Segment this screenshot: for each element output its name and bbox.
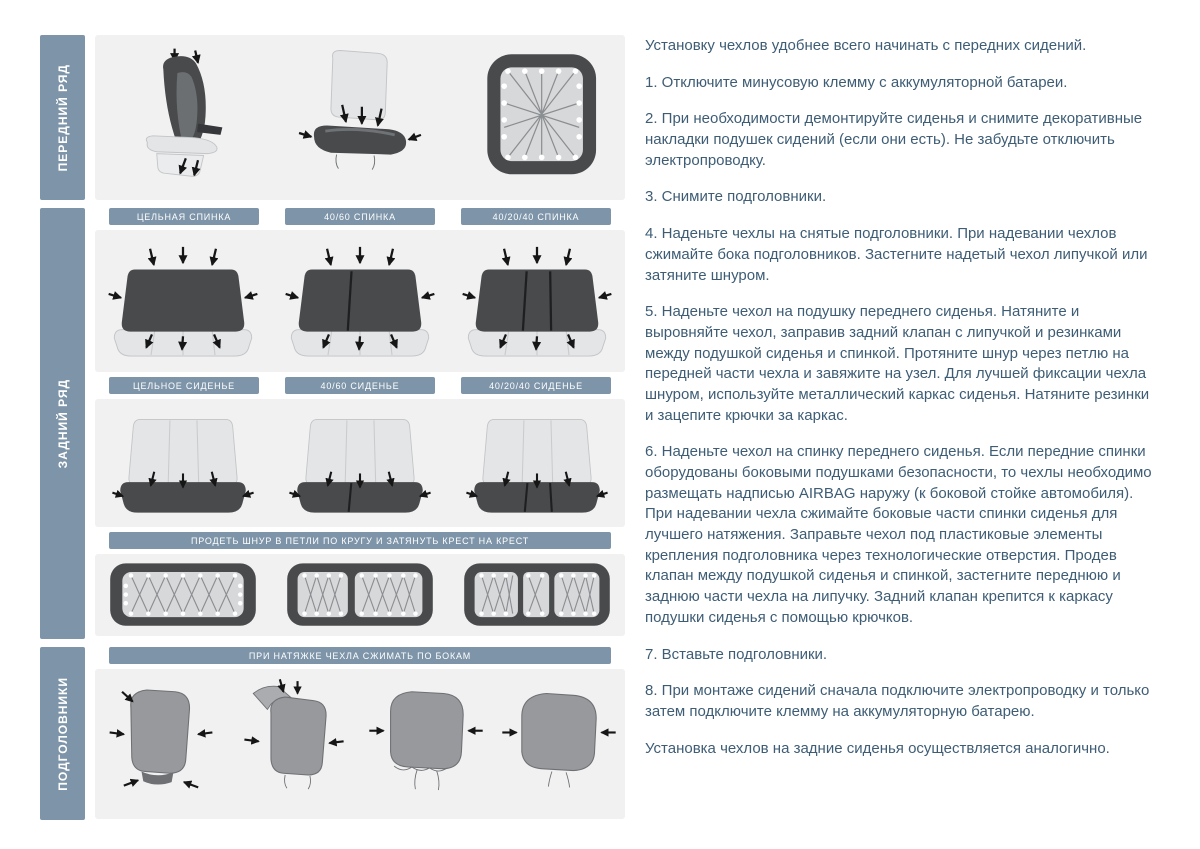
section-headrests: ПОДГОЛОВНИКИ ПРИ НАТЯЖКЕ ЧЕХЛА СЖИМАТЬ П…	[40, 647, 625, 820]
front-seat-back-cover-illustration	[146, 48, 223, 177]
rear-backrest-panel	[95, 230, 625, 372]
instruction-outro: Установка чехлов на задние сиденья осуще…	[645, 739, 1110, 757]
banner-back-40-20-40: 40/20/40 СПИНКА	[461, 208, 611, 225]
lacing-40-60-back-illustration	[287, 563, 433, 626]
lacing-solid-back-illustration	[110, 563, 257, 626]
headrest-cover-pull-illustration	[109, 689, 213, 789]
instruction-step-3: 3. Снимите подголовники.	[645, 188, 827, 206]
rear-backrest-solid-illustration	[108, 246, 259, 357]
banner-seat-40-20-40: 40/20/40 СИДЕНЬЕ	[461, 377, 611, 394]
rear-lacing-panel	[95, 554, 625, 636]
instruction-step-1: 1. Отключите минусовую клемму с аккумуля…	[645, 73, 1068, 91]
rear-backrest-40-20-40-illustration	[461, 246, 612, 357]
banner-back-40-60: 40/60 СПИНКА	[285, 208, 435, 225]
rear-row-content: ЦЕЛЬНАЯ СПИНКА 40/60 СПИНКА 40/20/40 СПИ…	[95, 208, 625, 639]
banner-seat-solid: ЦЕЛЬНОЕ СИДЕНЬЕ	[109, 377, 259, 394]
backrest-type-banners: ЦЕЛЬНАЯ СПИНКА 40/60 СПИНКА 40/20/40 СПИ…	[95, 208, 625, 225]
front-seat-cushion-cover-illustration	[298, 49, 422, 170]
instruction-step-5: 5. Наденьте чехол на подушку переднего с…	[645, 303, 1150, 424]
instruction-step-4: 4. Наденьте чехлы на снятые подголовники…	[645, 225, 1148, 284]
rear-cushion-solid-illustration	[112, 418, 255, 513]
headrests-content: ПРИ НАТЯЖКЕ ЧЕХЛА СЖИМАТЬ ПО БОКАМ	[95, 647, 625, 820]
instruction-step-6: 6. Наденьте чехол на спинку переднего си…	[645, 443, 1152, 626]
section-label-headrests: ПОДГОЛОВНИКИ	[40, 647, 85, 820]
rear-cushion-40-60-illustration	[289, 418, 431, 513]
section-label-rear-row: ЗАДНИЙ РЯД	[40, 208, 85, 639]
headrest-cover-tighten-illustration	[369, 691, 483, 791]
instruction-step-2: 2. При необходимости демонтируйте сидень…	[645, 110, 1143, 169]
section-front-row: ПЕРЕДНИЙ РЯД	[40, 35, 625, 200]
instruction-step-8: 8. При монтаже сидений сначала подключит…	[645, 682, 1150, 720]
rear-backrest-40-60-illustration	[285, 246, 435, 357]
section-rear-row: ЗАДНИЙ РЯД ЦЕЛЬНАЯ СПИНКА 40/60 СПИНКА 4…	[40, 208, 625, 639]
lacing-40-20-40-back-illustration	[463, 563, 610, 626]
front-row-panel	[95, 35, 625, 200]
headrests-label: ПОДГОЛОВНИКИ	[55, 676, 70, 791]
rear-cushion-40-20-40-illustration	[465, 418, 608, 513]
banner-lacing-instruction: ПРОДЕТЬ ШНУР В ПЕТЛИ ПО КРУГУ И ЗАТЯНУТЬ…	[109, 532, 611, 549]
instruction-intro: Установку чехлов удобнее всего начинать …	[645, 37, 1087, 54]
headrest-cover-flap-illustration	[244, 679, 344, 790]
headrest-cover-done-illustration	[502, 692, 616, 788]
instructions-text: Установку чехлов удобнее всего начинать …	[645, 35, 1160, 821]
rear-row-label: ЗАДНИЙ РЯД	[55, 378, 70, 469]
instruction-step-7: 7. Вставьте подголовники.	[645, 645, 828, 663]
diagram-column: ПЕРЕДНИЙ РЯД	[40, 35, 625, 821]
seat-type-banners: ЦЕЛЬНОЕ СИДЕНЬЕ 40/60 СИДЕНЬЕ 40/20/40 С…	[95, 377, 625, 394]
banner-seat-40-60: 40/60 СИДЕНЬЕ	[285, 377, 435, 394]
front-backrest-lacing-illustration	[486, 53, 596, 174]
front-row-content	[95, 35, 625, 200]
rear-cushion-panel	[95, 399, 625, 527]
headrests-panel	[95, 669, 625, 819]
front-row-label: ПЕРЕДНИЙ РЯД	[55, 63, 70, 172]
banner-back-solid: ЦЕЛЬНАЯ СПИНКА	[109, 208, 259, 225]
section-label-front-row: ПЕРЕДНИЙ РЯД	[40, 35, 85, 200]
banner-headrest-instruction: ПРИ НАТЯЖКЕ ЧЕХЛА СЖИМАТЬ ПО БОКАМ	[109, 647, 611, 664]
